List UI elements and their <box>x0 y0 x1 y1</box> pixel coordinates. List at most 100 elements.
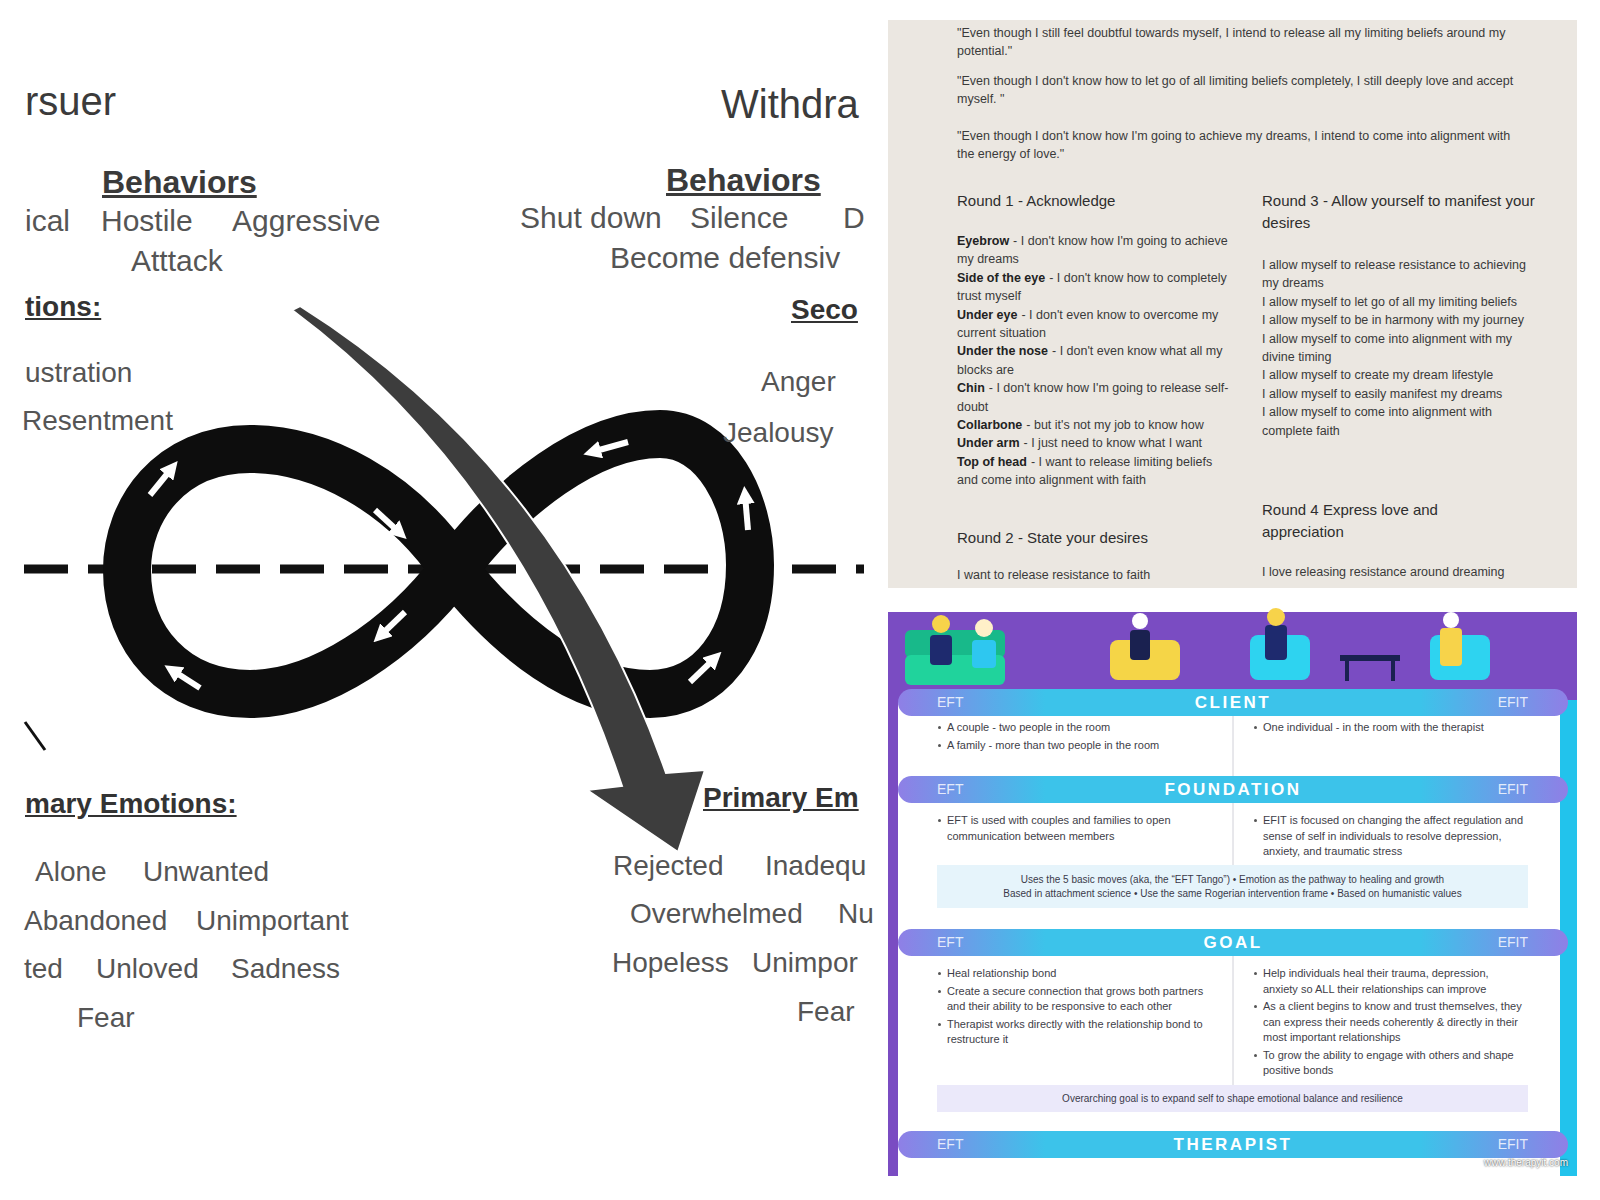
note-box: Uses the 5 basic moves (aka, the “EFT Ta… <box>937 865 1528 908</box>
script-text: "Even though I still feel doubtful towar… <box>957 24 1517 61</box>
role-title: rsuer <box>25 78 116 124</box>
person-body <box>1130 630 1150 660</box>
behavior-word: Atttack <box>131 243 223 279</box>
text-column: A couple - two people in the room A famil… <box>937 720 1217 755</box>
band-side-label: EFT <box>937 694 963 711</box>
list-row: Create a secure connection that grows bo… <box>937 984 1217 1015</box>
band-title: CLIENT <box>1195 693 1271 713</box>
emotion-word: Resentment <box>22 404 173 438</box>
band-side-label: EFIT <box>1498 934 1528 951</box>
section-heading: Primary Em <box>703 781 859 815</box>
section-heading: mary Emotions: <box>25 787 237 821</box>
person-head <box>932 615 950 633</box>
frame-strip <box>888 700 898 1176</box>
list-row: I allow myself to come into alignment wi… <box>1262 330 1527 367</box>
band-title: FOUNDATION <box>1164 780 1301 800</box>
bullet-text: Help individuals heal their trauma, depr… <box>1263 967 1489 995</box>
bullet-text: To grow the ability to engage with other… <box>1263 1049 1514 1077</box>
emotion-word: ustration <box>25 356 132 390</box>
script-line: - but it's not my job to know how <box>1026 418 1203 432</box>
table-leg <box>1345 661 1349 681</box>
person-body <box>972 640 996 668</box>
section-band: EFTFOUNDATIONEFIT <box>898 776 1568 803</box>
list-row: Help individuals heal their trauma, depr… <box>1253 966 1525 997</box>
table-leg <box>1391 661 1395 681</box>
emotion-word: Inadequ <box>765 849 866 883</box>
flow-arrow <box>150 468 172 495</box>
behavior-word: Hostile <box>101 203 193 239</box>
person-body <box>1440 628 1462 666</box>
tapping-point: Under eye <box>957 308 1017 322</box>
round-heading: Round 2 - State your desires <box>957 527 1148 549</box>
text-column: EFIT is focused on changing the affect r… <box>1253 813 1525 862</box>
section-band: EFTTHERAPISTEFIT <box>898 1131 1568 1158</box>
text-column: EFT is used with couples and families to… <box>937 813 1217 846</box>
list-row: I allow myself to let go of all my limit… <box>1262 293 1527 311</box>
list-row: Under arm- I just need to know what I wa… <box>957 434 1229 452</box>
script-text: "Even though I don't know how to let go … <box>957 72 1517 109</box>
note-text: Uses the 5 basic moves (aka, the “EFT Ta… <box>1021 873 1444 887</box>
flow-arrow <box>592 442 628 452</box>
list-row: EFIT is focused on changing the affect r… <box>1253 813 1525 860</box>
list-row: Heal relationship bond <box>937 966 1217 982</box>
person-head <box>1132 613 1148 629</box>
script-line: - I just need to know what I want <box>1024 436 1203 450</box>
emotion-word: Unimpor <box>752 946 858 980</box>
bullet-text: A couple - two people in the room <box>947 721 1110 733</box>
script-line: I allow myself to be in harmony with my … <box>1262 313 1524 327</box>
flow-arrow <box>745 495 748 530</box>
band-title: THERAPIST <box>1174 1135 1293 1155</box>
flow-arrow <box>172 670 200 688</box>
note-box: Overarching goal is to expand self to sh… <box>937 1085 1528 1112</box>
list-row: Eyebrow- I don't know how I'm going to a… <box>957 232 1229 269</box>
tapping-point: Under the nose <box>957 344 1048 358</box>
emotion-word: Overwhelmed <box>630 897 803 931</box>
list-row: I allow myself to be in harmony with my … <box>1262 311 1527 329</box>
person-body <box>1265 625 1287 660</box>
round-heading: Round 4 Express love and appreciation <box>1262 499 1482 543</box>
emotion-word: Unwanted <box>143 855 269 889</box>
bullet-text: EFT is used with couples and families to… <box>947 814 1171 842</box>
section-heading: Seco <box>791 293 858 327</box>
emotion-word: Fear <box>797 995 855 1029</box>
bullet-text: Heal relationship bond <box>947 967 1056 979</box>
bullet-text: As a client begins to know and trust the… <box>1263 1000 1522 1043</box>
script-line: I allow myself to come into alignment wi… <box>1262 332 1512 364</box>
bullet-text: Therapist works directly with the relati… <box>947 1018 1203 1046</box>
text-column: Help individuals heal their trauma, depr… <box>1253 966 1525 1081</box>
list-row: I allow myself to easily manifest my dre… <box>1262 385 1527 403</box>
stray-line <box>25 722 45 750</box>
curved-arrow <box>292 306 705 852</box>
emotion-word: Rejected <box>613 849 724 883</box>
bullet-text: One individual - in the room with the th… <box>1263 721 1484 733</box>
script-text: I want to release resistance to faith <box>957 566 1229 584</box>
emotion-word: Anger <box>761 365 836 399</box>
round-heading: Round 3 - Allow yourself to manifest you… <box>1262 190 1547 234</box>
emotion-word: Unimportant <box>196 904 349 938</box>
list-row: Therapist works directly with the relati… <box>937 1017 1217 1048</box>
script-line: I allow myself to come into alignment wi… <box>1262 405 1492 437</box>
band-title: GOAL <box>1203 933 1262 953</box>
section-band: EFT GOAL EFIT <box>898 929 1568 956</box>
round-heading: Round 1 - Acknowledge <box>957 190 1115 212</box>
behavior-word: ical <box>25 203 70 239</box>
list-row: I allow myself to release resistance to … <box>1262 256 1527 293</box>
emotion-word: Sadness <box>231 952 340 986</box>
person-body <box>930 635 952 665</box>
text-column: Eyebrow- I don't know how I'm going to a… <box>957 232 1229 490</box>
list-row: Side of the eye- I don't know how to com… <box>957 269 1229 306</box>
script-text: I love releasing resistance around dream… <box>1262 563 1562 581</box>
behavior-word: Aggressive <box>232 203 380 239</box>
band-side-label: EFT <box>937 934 963 951</box>
script-line: I allow myself to easily manifest my dre… <box>1262 387 1502 401</box>
section-heading: Behaviors <box>102 163 257 201</box>
table <box>1340 655 1400 661</box>
emotion-word: Jealousy <box>723 416 834 450</box>
bullet-text: A family - more than two people in the r… <box>947 739 1159 751</box>
column-divider <box>1233 956 1234 1085</box>
flow-arrow <box>375 510 400 533</box>
watermark: www.therapyit.com <box>1438 1156 1568 1170</box>
note-text: Based in attachment science • Use the sa… <box>1003 887 1461 901</box>
emotion-word: ted <box>24 952 63 986</box>
list-row: I allow myself to come into alignment wi… <box>1262 403 1527 440</box>
